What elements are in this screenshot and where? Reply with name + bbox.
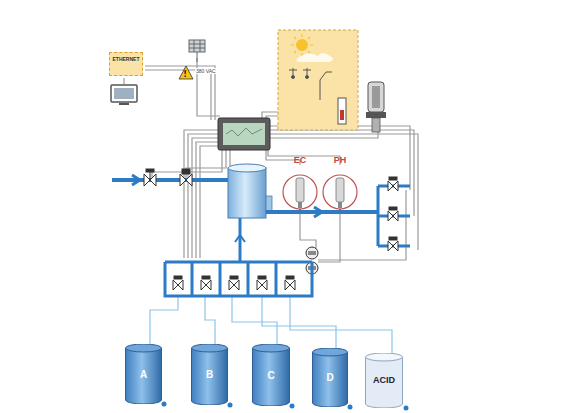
tank: C [252, 344, 290, 406]
tank: B [191, 344, 228, 405]
ec-sensor: EC [279, 156, 321, 212]
node-label: B [206, 369, 213, 380]
node-label: PH [319, 156, 361, 166]
node-label: ACID [373, 376, 395, 386]
node-label: C [267, 370, 274, 381]
node-label: ETHERNET [113, 57, 140, 63]
tank: A [125, 344, 162, 404]
tank: ACID [365, 353, 403, 408]
node-label: EC [279, 156, 321, 166]
voltage-label: 380 VAC [195, 68, 217, 74]
ethernet-box: ETHERNET [109, 52, 143, 76]
svg-text:!: ! [183, 70, 187, 79]
ph-sensor: PH [319, 156, 361, 212]
node-label: D [326, 372, 333, 383]
node-label: A [140, 369, 147, 380]
tank: D [312, 348, 348, 407]
